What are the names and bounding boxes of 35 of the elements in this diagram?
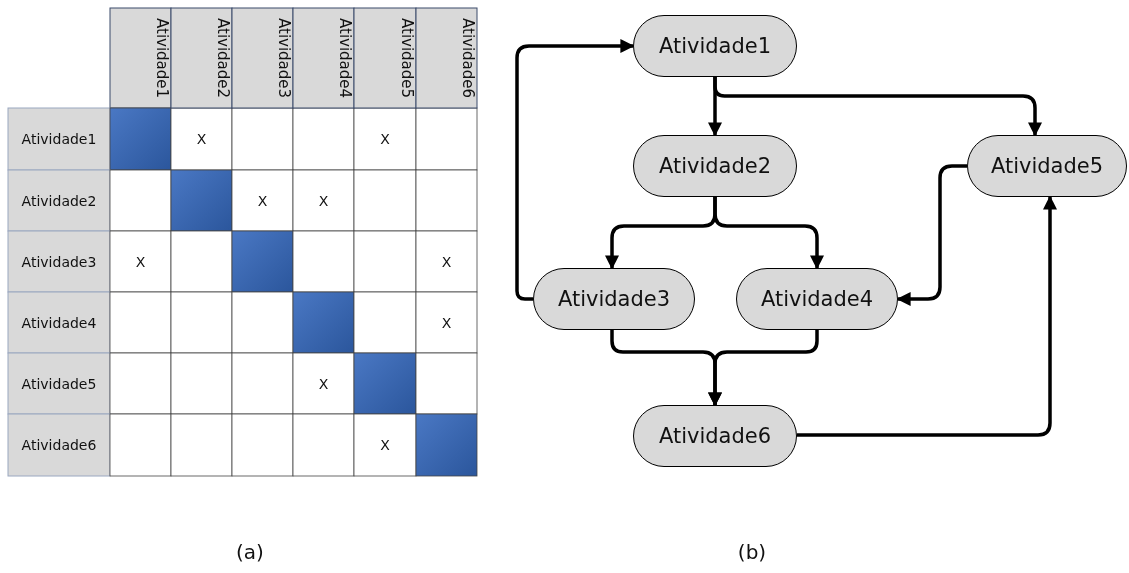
panel-caption: (b) xyxy=(736,539,768,566)
node-label: Atividade1 xyxy=(658,34,772,58)
node-label: Atividade3 xyxy=(557,287,671,311)
dependency-mark: X xyxy=(379,130,391,149)
row-header: Atividade1 xyxy=(20,130,98,149)
arrow xyxy=(896,164,967,306)
row-header: Atividade2 xyxy=(20,191,98,211)
dependency-mark: X xyxy=(317,374,330,394)
column-header: Atividade2 xyxy=(213,16,232,101)
row-header: Atividade3 xyxy=(20,252,98,272)
column-header: Atividade4 xyxy=(335,16,354,101)
row-header: Atividade5 xyxy=(20,374,98,394)
dependency-mark: X xyxy=(134,252,147,272)
row-header: Atividade6 xyxy=(20,436,98,455)
dependency-mark: X xyxy=(256,191,269,211)
arrow xyxy=(708,330,819,407)
row-header: Atividade4 xyxy=(20,313,98,333)
column-header: Atividade5 xyxy=(397,16,416,101)
dependency-mark: X xyxy=(379,436,391,455)
dependency-mark: X xyxy=(440,252,453,272)
arrow xyxy=(797,195,1057,437)
dependency-mark: X xyxy=(195,130,208,149)
panel-caption: (a) xyxy=(235,539,265,566)
node-label: Atividade4 xyxy=(760,287,874,311)
node-label: Atividade5 xyxy=(990,154,1104,178)
column-header: Atividade3 xyxy=(274,16,293,101)
dependency-mark: X xyxy=(440,313,453,333)
arrow xyxy=(515,39,635,301)
arrow xyxy=(713,197,824,270)
column-header: Atividade6 xyxy=(458,16,477,101)
node-label: Atividade6 xyxy=(658,424,772,448)
arrow xyxy=(713,77,1042,137)
column-header: Atividade1 xyxy=(152,16,171,101)
node-label: Atividade2 xyxy=(658,154,772,178)
dependency-mark: X xyxy=(317,191,330,211)
